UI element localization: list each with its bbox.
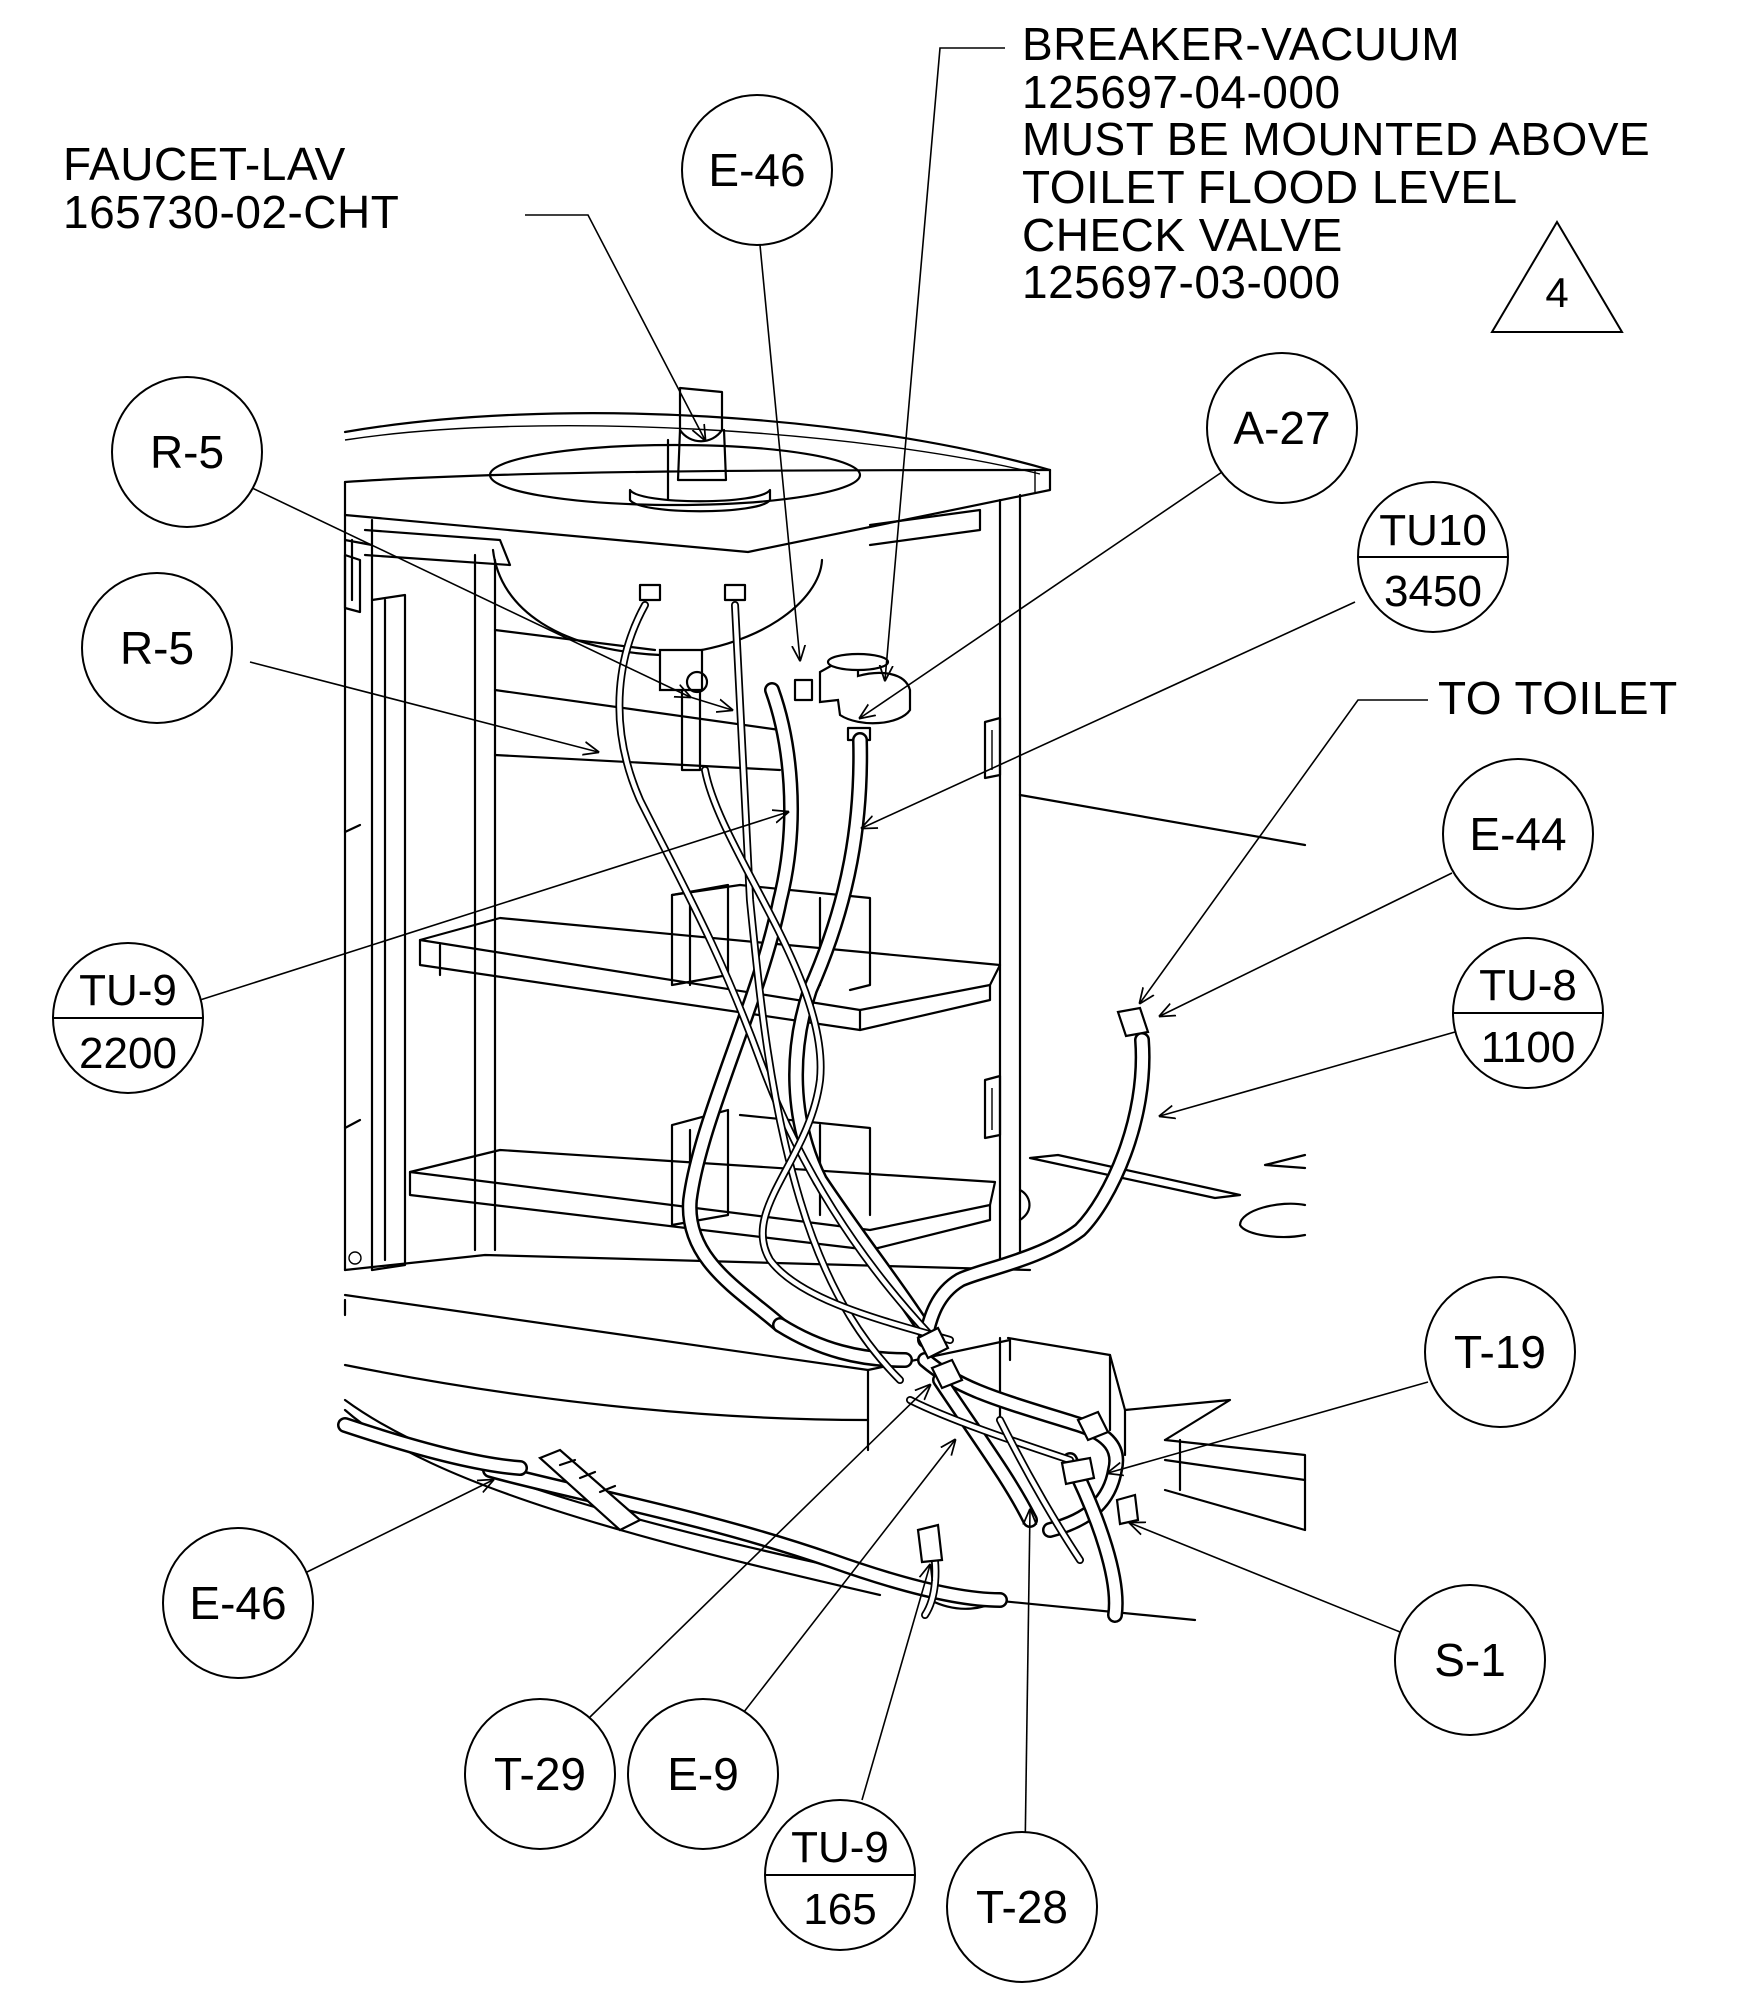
callout-e46-top-label: E-46 [708,144,805,196]
callout-tu9-bottom-top: TU-9 [791,1823,889,1872]
callout-tu10: TU10 3450 [1357,481,1509,633]
callout-t19: T-19 [1424,1276,1576,1428]
callout-a27-label: A-27 [1233,402,1330,454]
callout-t28: T-28 [946,1831,1098,1983]
callout-r5-lower: R-5 [81,572,233,724]
callout-e46-top: E-46 [681,94,833,246]
callout-e44-label: E-44 [1469,808,1566,860]
callout-t29-label: T-29 [494,1748,586,1800]
faucet-note-line2: 165730-02-CHT [63,186,399,238]
hose-routing-drawing [337,583,1151,1623]
breaker-note-line1: BREAKER-VACUUM [1022,18,1460,70]
callout-tu9-left: TU-9 2200 [52,942,204,1094]
callout-e9-label: E-9 [667,1748,739,1800]
breaker-note-line2: 125697-04-000 [1022,66,1341,118]
revision-triangle: 4 [1490,220,1624,333]
callout-tu10-top: TU10 [1379,506,1487,555]
callout-r5-upper-label: R-5 [150,426,224,478]
faucet-note: FAUCET-LAV 165730-02-CHT [63,138,399,238]
callout-r5-lower-label: R-5 [120,622,194,674]
callout-s1-label: S-1 [1434,1634,1506,1686]
breaker-note-line4: TOILET FLOOD LEVEL [1022,161,1518,213]
revision-triangle-label: 4 [1545,269,1568,316]
callout-tu9-left-top: TU-9 [79,966,177,1015]
breaker-note: BREAKER-VACUUM 125697-04-000 MUST BE MOU… [1022,18,1650,308]
callout-tu9-bottom-bottom: 165 [803,1885,876,1934]
callout-tu8-top: TU-8 [1479,961,1577,1010]
callout-tu8: TU-8 1100 [1452,937,1604,1089]
callout-tu8-bottom: 1100 [1481,1023,1576,1072]
leader-lines [199,47,1456,1856]
callout-e46-bottom: E-46 [162,1527,314,1679]
callout-t29: T-29 [464,1698,616,1850]
breaker-note-line6: 125697-03-000 [1022,256,1341,308]
callout-e46-bottom-label: E-46 [189,1577,286,1629]
callout-t28-label: T-28 [976,1881,1068,1933]
callout-e9: E-9 [627,1698,779,1850]
breaker-note-line3: MUST BE MOUNTED ABOVE [1022,113,1650,165]
callout-t19-label: T-19 [1454,1326,1546,1378]
faucet-note-line1: FAUCET-LAV [63,138,346,190]
to-toilet-note: TO TOILET [1438,672,1678,724]
breaker-note-line5: CHECK VALVE [1022,209,1343,261]
callout-tu9-left-bottom: 2200 [79,1029,177,1078]
callout-s1: S-1 [1394,1584,1546,1736]
callout-tu9-bottom: TU-9 165 [764,1799,916,1951]
callout-r5-upper: R-5 [111,376,263,528]
callout-tu10-bottom: 3450 [1384,567,1482,616]
revision-triangle-icon [1490,220,1624,333]
callout-e44: E-44 [1442,758,1594,910]
vanity-cabinet-drawing [343,386,1307,1622]
callout-a27: A-27 [1206,352,1358,504]
